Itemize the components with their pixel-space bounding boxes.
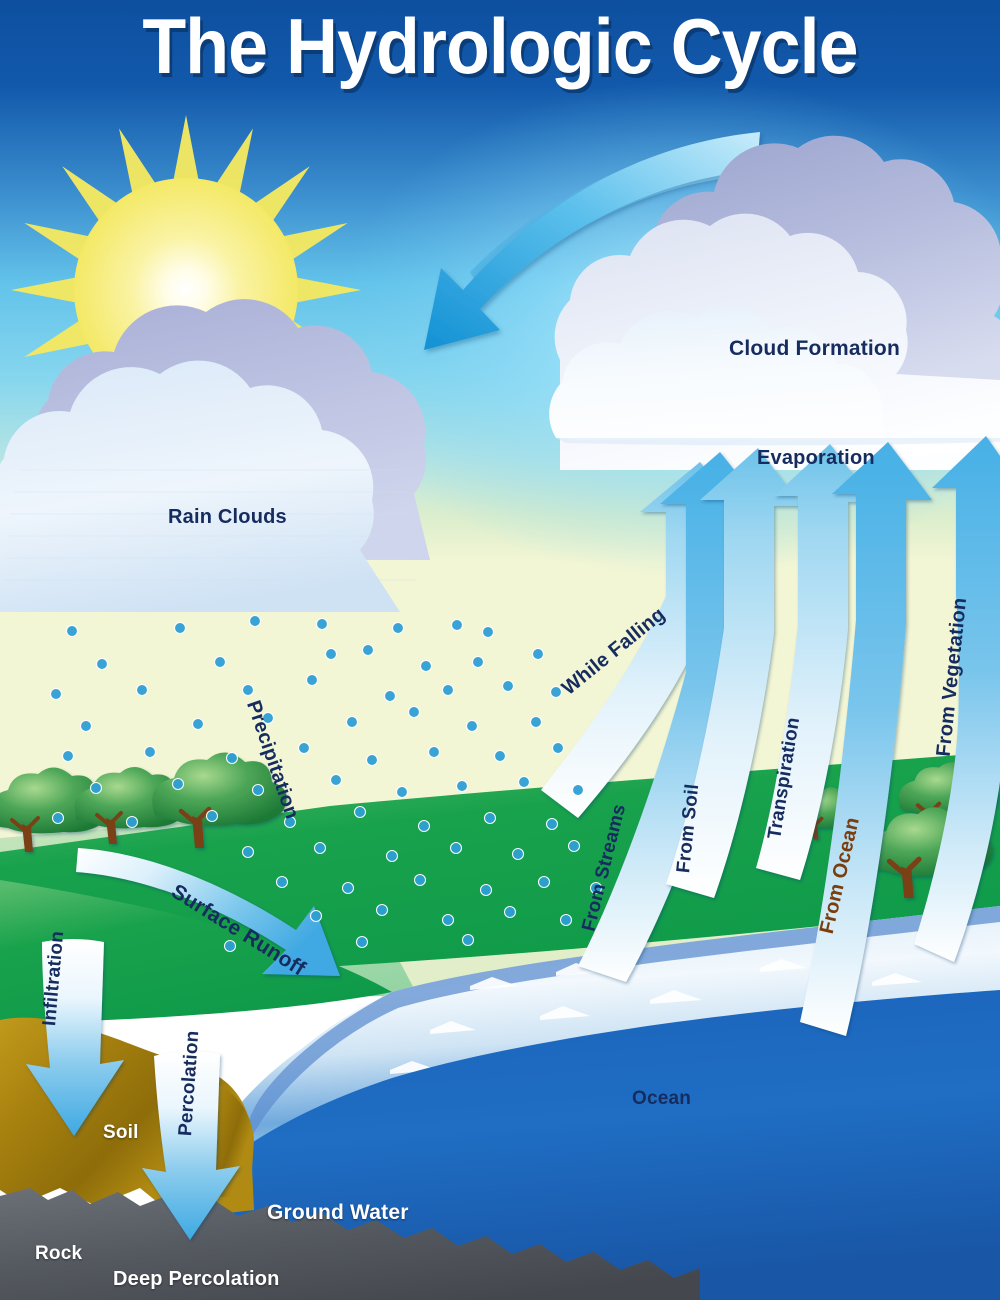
trees-left [0,752,287,852]
percolation-arrow [142,1051,240,1240]
page-title: The Hydrologic Cycle [142,2,858,90]
from-vegetation-arrow [914,436,1000,962]
surface-runoff-arrow [76,848,340,976]
tree [152,752,287,848]
grass-left [0,752,1000,990]
transpiration-arrow [756,444,874,880]
condensation-arrow [424,132,760,350]
precipitation-field [49,614,603,953]
from-soil-arrow [666,448,802,898]
ground-water-wedge [186,990,1000,1300]
infiltration-arrow [26,939,124,1136]
from-ocean-arrow [800,442,932,1036]
from-streams-arrow [578,452,766,982]
rain-clouds-front [0,360,416,612]
